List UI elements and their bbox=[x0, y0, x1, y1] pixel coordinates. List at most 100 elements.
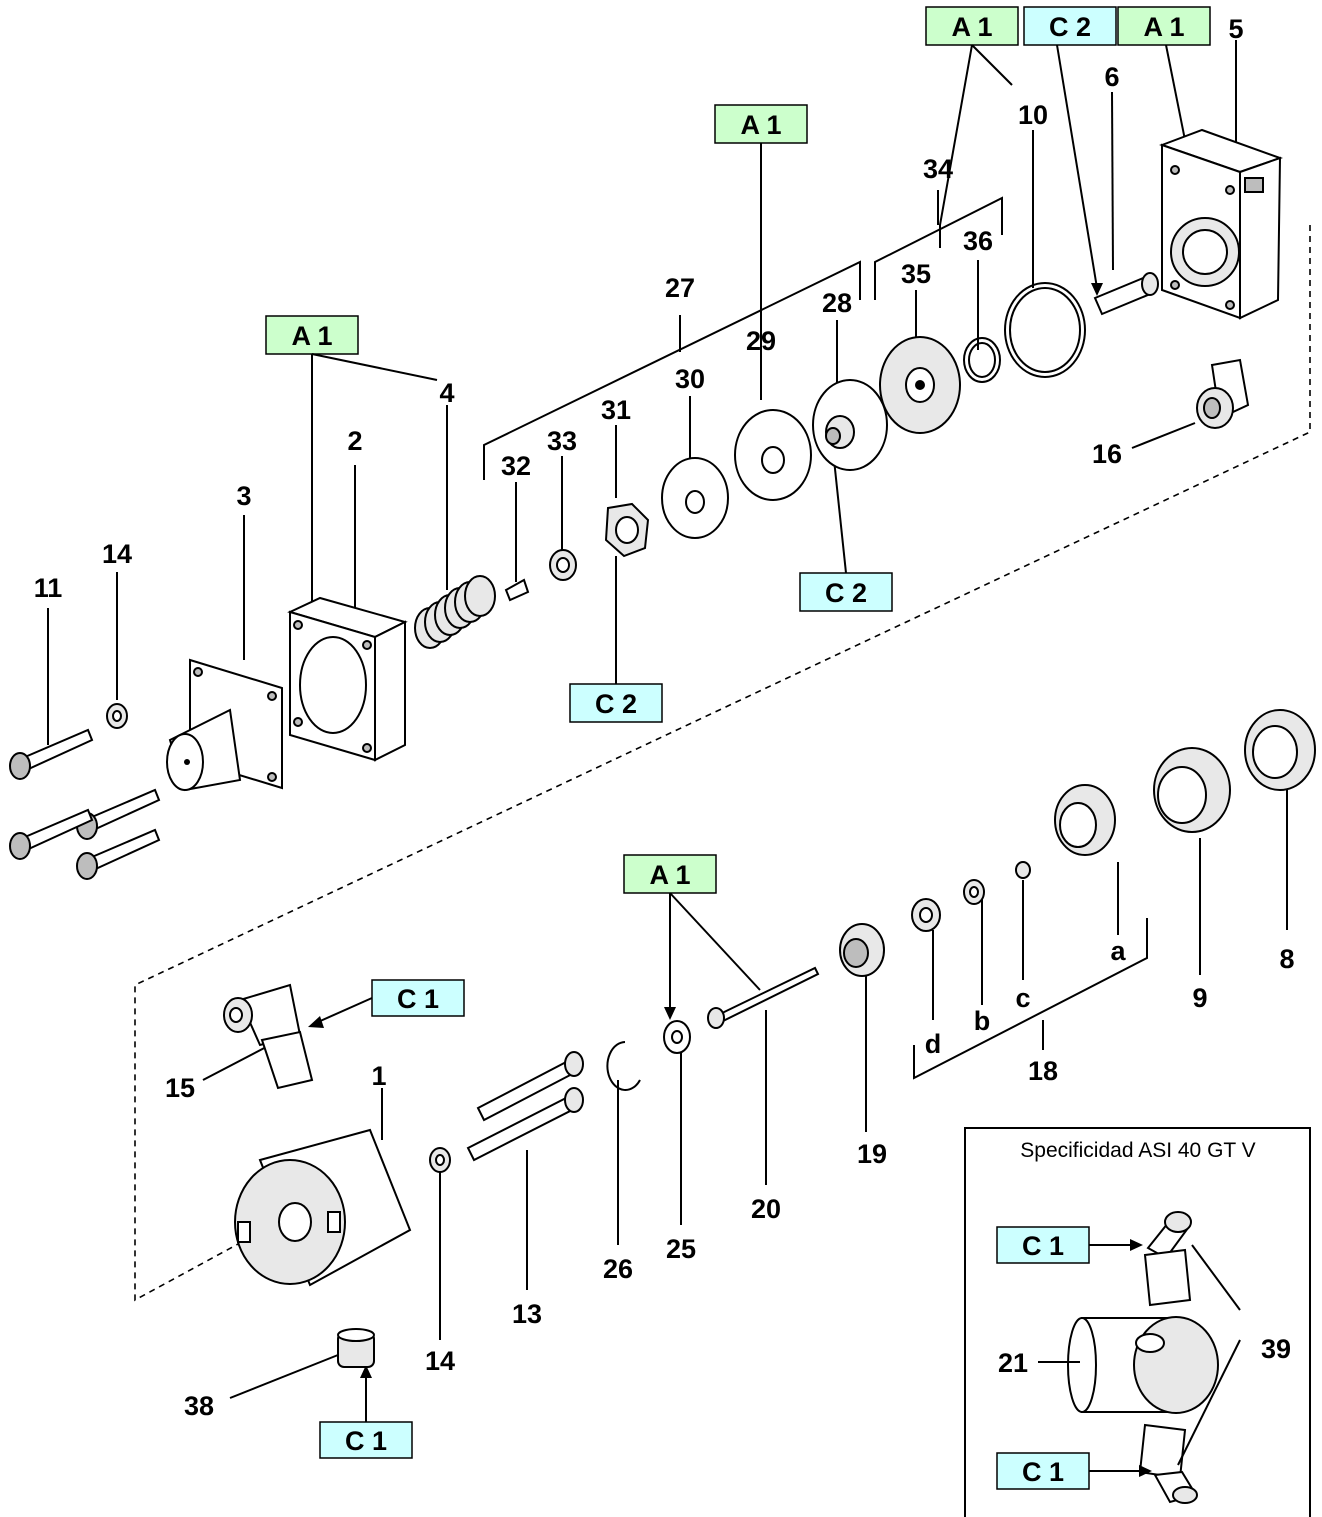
part-28-diaphragm bbox=[812, 379, 888, 471]
label-21: 21 bbox=[998, 1348, 1028, 1378]
part-14-washer-top bbox=[106, 703, 128, 729]
label-15: 15 bbox=[165, 1073, 195, 1103]
svg-text:A 1: A 1 bbox=[740, 110, 781, 140]
inset-panel: Specificidad ASI 40 GT V C 1 C 1 bbox=[964, 1127, 1311, 1517]
label-5: 5 bbox=[1228, 14, 1243, 44]
tag-c2-31: C 2 bbox=[569, 683, 663, 723]
label-2: 2 bbox=[347, 426, 362, 456]
label-19: 19 bbox=[857, 1139, 887, 1169]
label-34: 34 bbox=[923, 154, 953, 184]
part-35-plate bbox=[879, 336, 961, 434]
label-a: a bbox=[1110, 936, 1126, 966]
label-18: 18 bbox=[1028, 1056, 1058, 1086]
label-38: 38 bbox=[184, 1391, 214, 1421]
svg-text:A 1: A 1 bbox=[649, 860, 690, 890]
part-20-rod bbox=[707, 966, 820, 1029]
part-9-fitting bbox=[1153, 747, 1231, 833]
svg-text:C 2: C 2 bbox=[595, 689, 637, 719]
part-36-ring bbox=[963, 337, 1001, 383]
label-29: 29 bbox=[746, 326, 776, 356]
label-31: 31 bbox=[601, 395, 631, 425]
svg-text:C 2: C 2 bbox=[825, 578, 867, 608]
part-13-screws bbox=[466, 1051, 584, 1162]
tag-a1-29: A 1 bbox=[714, 104, 808, 144]
part-a-body bbox=[1054, 784, 1116, 856]
inset-title: Specificidad ASI 40 GT V bbox=[1020, 1139, 1255, 1162]
label-6: 6 bbox=[1104, 62, 1119, 92]
tag-a1-4: A 1 bbox=[265, 315, 359, 355]
part-33-bushing bbox=[549, 549, 577, 581]
label-27: 27 bbox=[665, 273, 695, 303]
tag-c2-top: C 2 bbox=[1023, 6, 1117, 46]
part-6-pin bbox=[1093, 272, 1159, 316]
svg-text:C 2: C 2 bbox=[1049, 12, 1091, 42]
part-26-circlip bbox=[606, 1041, 641, 1091]
label-14-top: 14 bbox=[102, 539, 132, 569]
assembly-boundary bbox=[134, 225, 1311, 1302]
label-26: 26 bbox=[603, 1254, 633, 1284]
part-8-nut bbox=[1244, 709, 1316, 791]
label-33: 33 bbox=[547, 426, 577, 456]
part-21-body bbox=[1067, 1316, 1219, 1414]
label-4: 4 bbox=[439, 378, 454, 408]
part-4-spring bbox=[414, 575, 496, 649]
svg-text:A 1: A 1 bbox=[291, 321, 332, 351]
label-35: 35 bbox=[901, 259, 931, 289]
label-d: d bbox=[925, 1029, 942, 1059]
part-5-housing bbox=[1159, 128, 1283, 320]
tag-c1-38: C 1 bbox=[319, 1421, 413, 1459]
part-10-oring bbox=[1004, 282, 1086, 378]
part-16-elbow bbox=[1196, 358, 1250, 429]
label-11: 11 bbox=[34, 573, 63, 603]
part-30-washer bbox=[661, 457, 729, 539]
label-36: 36 bbox=[963, 226, 993, 256]
tag-a1-top-left: A 1 bbox=[925, 6, 1019, 46]
tag-c1-inset-bottom: C 1 bbox=[996, 1452, 1090, 1490]
part-number-labels: 5 6 10 34 36 35 27 28 29 30 4 31 33 2 16… bbox=[34, 14, 1295, 1421]
part-19-plug bbox=[839, 923, 885, 977]
tag-c1-15: C 1 bbox=[371, 979, 465, 1017]
label-39: 39 bbox=[1261, 1334, 1291, 1364]
label-13: 13 bbox=[512, 1299, 542, 1329]
svg-text:A 1: A 1 bbox=[951, 12, 992, 42]
part-32-pin bbox=[504, 578, 530, 602]
part-c-small bbox=[1015, 861, 1031, 879]
svg-text:C 1: C 1 bbox=[397, 984, 439, 1014]
part-2-frame bbox=[287, 596, 408, 762]
label-8: 8 bbox=[1279, 944, 1294, 974]
part-38-cap bbox=[337, 1328, 375, 1368]
part-39-fitting-top bbox=[1143, 1211, 1192, 1307]
tag-a1-25: A 1 bbox=[623, 854, 717, 894]
tag-c1-inset-top: C 1 bbox=[996, 1226, 1090, 1264]
label-9: 9 bbox=[1192, 983, 1207, 1013]
label-32: 32 bbox=[501, 451, 531, 481]
label-20: 20 bbox=[751, 1194, 781, 1224]
label-3: 3 bbox=[236, 481, 251, 511]
part-3-cover bbox=[166, 658, 283, 792]
svg-text:C 1: C 1 bbox=[1022, 1231, 1064, 1261]
label-1: 1 bbox=[371, 1061, 386, 1091]
part-15-elbow bbox=[223, 983, 314, 1090]
tag-a1-top-right: A 1 bbox=[1117, 6, 1211, 46]
part-1-body bbox=[234, 1128, 412, 1287]
tag-c2-28: C 2 bbox=[799, 572, 893, 612]
svg-text:C 1: C 1 bbox=[1022, 1457, 1064, 1487]
label-10: 10 bbox=[1018, 100, 1048, 130]
part-11-screws bbox=[9, 728, 161, 880]
part-25-washer bbox=[663, 1020, 691, 1054]
label-28: 28 bbox=[822, 288, 852, 318]
label-16: 16 bbox=[1092, 439, 1122, 469]
svg-text:A 1: A 1 bbox=[1143, 12, 1184, 42]
label-b: b bbox=[974, 1006, 991, 1036]
part-d-clip bbox=[911, 898, 941, 932]
svg-text:C 1: C 1 bbox=[345, 1426, 387, 1456]
part-14-washer-bottom bbox=[429, 1147, 451, 1173]
label-c: c bbox=[1015, 983, 1030, 1013]
part-31-nut bbox=[604, 502, 650, 558]
label-25: 25 bbox=[666, 1234, 696, 1264]
part-29-washer bbox=[734, 409, 812, 501]
label-14-bottom: 14 bbox=[425, 1346, 455, 1376]
part-39-fitting-bottom bbox=[1138, 1423, 1198, 1504]
part-b-small bbox=[963, 879, 985, 905]
